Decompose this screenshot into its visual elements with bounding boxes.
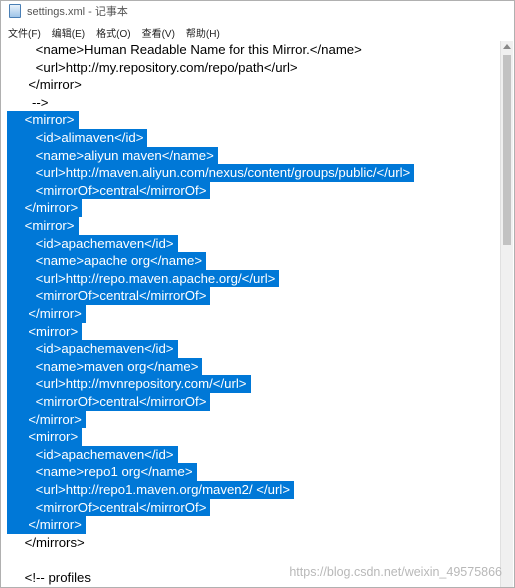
selection-highlight [7,269,280,288]
scroll-up-arrow-icon[interactable] [503,44,511,49]
editor-line[interactable]: </mirror> [21,200,79,216]
editor-line[interactable]: </mirror> [21,411,82,427]
editor-line[interactable]: <id>apachemaven</id> [21,446,174,462]
menu-bar: 文件(F) 编辑(E) 格式(O) 查看(V) 帮助(H) [1,23,514,41]
editor-line[interactable]: <url>http://maven.aliyun.com/nexus/conte… [21,165,411,181]
selection-highlight [7,428,83,446]
editor-line[interactable]: <id>apachemaven</id> [21,235,174,251]
menu-file[interactable]: 文件(F) [8,28,41,40]
menu-view[interactable]: 查看(V) [141,28,175,40]
selection-highlight [7,516,86,534]
window-title: settings.xml - 记事本 [27,6,128,18]
selection-highlight [7,375,251,393]
editor-line[interactable]: <url>http://my.repository.com/repo/path<… [21,59,298,75]
editor-line[interactable]: <!-- profiles [21,570,91,585]
editor-line[interactable]: <mirrorOf>central</mirrorOf> [21,499,207,515]
editor-line[interactable]: <mirror> [21,429,79,445]
selection-highlight [7,252,207,270]
scrollbar-thumb[interactable] [503,55,511,245]
csdn-watermark: https://blog.csdn.net/weixin_49575866 [289,565,502,579]
editor-line[interactable]: </mirror> [21,517,82,533]
selection-highlight [7,481,295,499]
editor-line[interactable]: <name>maven org</name> [21,358,199,374]
selection-highlight [7,445,178,464]
editor-line[interactable]: <url>http://repo.maven.apache.org/</url> [21,270,276,286]
editor-line[interactable]: <url>http://mvnrepository.com/</url> [21,376,247,392]
selection-highlight [7,340,178,358]
menu-format[interactable]: 格式(O) [96,28,131,40]
selection-highlight [7,111,79,129]
editor-line[interactable]: </mirror> [21,77,82,93]
editor-line[interactable]: <url>http://repo1.maven.org/maven2/ </ur… [21,482,291,497]
selection-highlight [7,498,211,517]
editor-line[interactable]: <mirror> [21,112,75,128]
selection-highlight [7,463,197,481]
menu-help[interactable]: 帮助(H) [185,28,220,40]
selection-highlight [7,393,211,411]
editor-line[interactable]: <id>apachemaven</id> [21,341,174,357]
editor-line[interactable]: <name>repo1 org</name> [21,464,193,480]
editor-line[interactable]: <name>aliyun maven</name> [21,147,214,163]
selection-highlight [7,146,218,165]
editor-line[interactable]: <name>Human Readable Name for this Mirro… [21,42,362,57]
text-editor-area[interactable]: <name>Human Readable Name for this Mirro… [1,41,499,587]
editor-line[interactable]: <mirrorOf>central</mirrorOf> [21,182,207,198]
editor-line[interactable]: <id>alimaven</id> [21,130,144,145]
selection-highlight [7,199,83,217]
editor-line[interactable]: <mirror> [21,323,79,339]
selection-highlight [7,305,86,323]
selection-highlight [7,357,203,376]
editor-line[interactable]: <mirrorOf>central</mirrorOf> [21,288,207,304]
editor-line[interactable]: </mirror> [21,306,82,321]
editor-line[interactable]: --> [21,94,49,110]
selection-highlight [7,129,148,147]
selection-highlight [7,410,86,429]
notepad-app-icon [9,4,21,18]
editor-line[interactable]: <mirror> [21,218,75,233]
editor-line[interactable]: <mirrorOf>central</mirrorOf> [21,394,207,409]
selection-highlight [7,234,178,253]
editor-line[interactable]: </mirrors> [21,534,85,550]
title-bar[interactable]: settings.xml - 记事本 [1,1,514,21]
selection-highlight [7,287,211,305]
selection-highlight [7,181,211,200]
selection-highlight [7,164,415,182]
menu-edit[interactable]: 编辑(E) [51,28,86,40]
selection-highlight [7,322,83,341]
vertical-scrollbar[interactable] [500,41,513,587]
selection-highlight [7,217,79,235]
editor-line[interactable]: <name>apache org</name> [21,253,203,269]
